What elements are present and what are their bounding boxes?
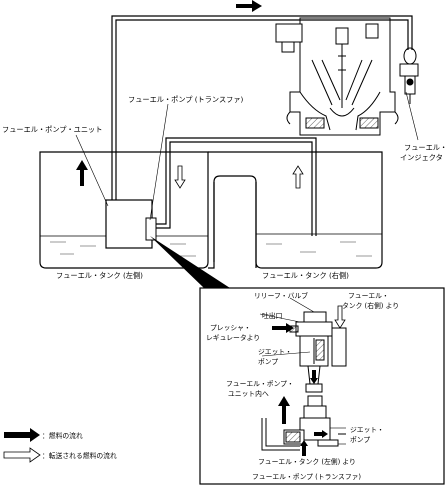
- tank-right-label: フューエル・タンク (右側): [262, 271, 349, 280]
- legend-fuel-flow-label: ：燃料の流れ: [42, 431, 83, 440]
- legend-transfer-flow-label: ：転送される燃料の流れ: [42, 451, 117, 460]
- fuel-tank-right: [208, 151, 383, 269]
- tank-left-label: フューエル・タンク (左側): [56, 271, 143, 280]
- transfer-line-inner: [156, 141, 313, 236]
- relief-valve-label: リリーフ・バルブ: [254, 291, 308, 300]
- fuel-supply-line: [111, 15, 413, 200]
- detail-inset: リリーフ・バルブ フューエル・ タンク (右側) より 吐出口 プレッシャ・ レ…: [199, 287, 445, 485]
- fuel-pump-unit: [105, 199, 153, 249]
- to-pump-unit-label-line2: ユニット内へ: [228, 389, 269, 398]
- outlet-label: 吐出口: [262, 311, 282, 320]
- engine-cylinder-head: [275, 17, 399, 136]
- from-left-tank-label: フューエル・タンク (左側) より: [258, 457, 356, 466]
- to-pump-unit-label-line1: フューエル・ポンプ・: [226, 380, 294, 388]
- flow-arrow-top-icon: [236, 0, 262, 12]
- transfer-line: [156, 137, 317, 236]
- jet-pump-upper-label-line1: ジエット・: [258, 348, 292, 356]
- jet-pump-detail: [261, 395, 346, 451]
- inset-arrow-jet-icon: [314, 430, 328, 438]
- jet-pump-lower-label-line1: ジエット・: [350, 426, 384, 434]
- fuel-supply-line-inner: [115, 19, 409, 200]
- transfer-pump-label: フューエル・ポンプ (トランスファ): [128, 95, 244, 104]
- pump-unit-label: フューエル・ポンプ・ユニット: [2, 125, 102, 134]
- from-right-tank-label-line2: タンク (右側) より: [342, 301, 399, 310]
- flow-arrow-up-icon: [76, 160, 88, 186]
- transfer-pump-leader: [149, 103, 169, 221]
- inset-arrow-down-right-icon: [334, 305, 346, 329]
- inset-arrow-from-regulator-icon: [272, 323, 294, 333]
- jet-pump-lower-label-line2: ポンプ: [350, 436, 370, 444]
- pump-unit-leader: [75, 134, 109, 207]
- injector-label-line2: インジェクタ: [400, 153, 443, 162]
- transfer-arrow-up-icon: [292, 165, 304, 189]
- legend-transfer-flow-arrow-icon: [3, 447, 41, 463]
- jet-pump-upper-label-line2: ポンプ: [258, 358, 278, 366]
- transfer-arrow-down-icon: [174, 165, 186, 189]
- injector-leader: [405, 91, 419, 141]
- injector-label-line1: フューエル・: [404, 143, 447, 152]
- transfer-pump: [145, 217, 157, 241]
- fuel-injector: [399, 47, 419, 104]
- detail-callout-wedge: [150, 236, 230, 288]
- from-right-tank-label-line1: フューエル・: [348, 292, 389, 300]
- from-regulator-label-line1: プレッシャ・: [210, 324, 251, 332]
- inset-caption: フューエル・ポンプ (トランスファ): [252, 473, 361, 481]
- legend-fuel-flow-arrow-icon: [4, 428, 40, 442]
- inset-arrow-bottom-up-icon: [300, 440, 308, 456]
- from-regulator-label-line2: レギュレータより: [206, 333, 260, 342]
- inset-arrow-to-unit-icon: [278, 396, 290, 424]
- legend: ：燃料の流れ ：転送される燃料の流れ: [3, 428, 117, 463]
- inset-arrow-small-down-icon: [310, 370, 318, 384]
